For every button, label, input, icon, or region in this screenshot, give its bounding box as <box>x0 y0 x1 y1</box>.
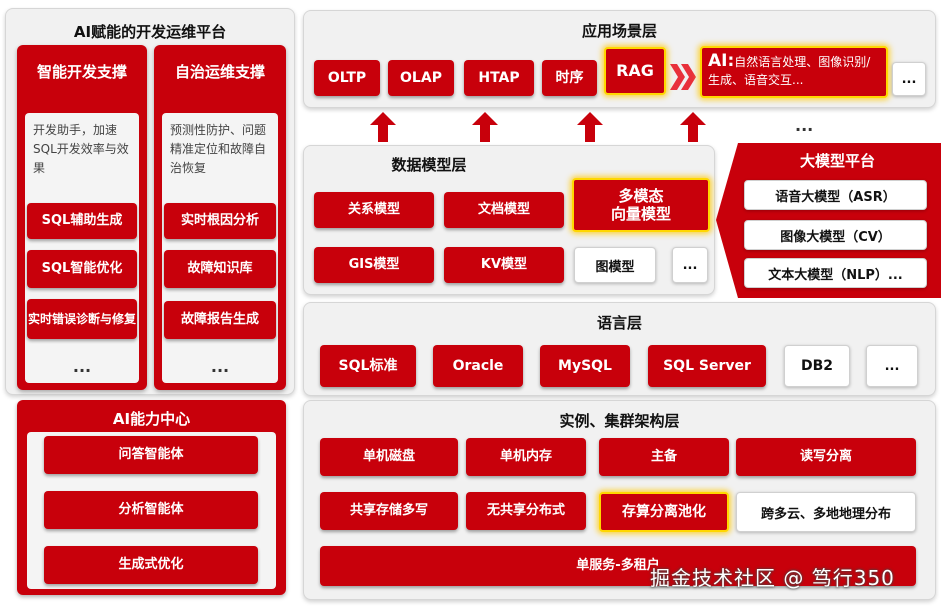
oracle-button[interactable]: Oracle <box>433 345 523 387</box>
kv-model-button[interactable]: KV模型 <box>444 247 564 283</box>
app-scenario-layer-title: 应用场景层 <box>581 22 657 40</box>
dev-support-inner: 开发助手，加速SQL开发效率与效果 <box>25 113 139 383</box>
multi-cloud-geo-button[interactable]: 跨多云、多地地理分布 <box>736 492 916 532</box>
multimodal-vector-model-button[interactable]: 多模态 向量模型 <box>572 178 710 232</box>
text-llm-button[interactable]: 文本大模型（NLP）... <box>744 258 927 288</box>
ops-support-title: 自治运维支撑 <box>174 63 265 81</box>
sql-server-button[interactable]: SQL Server <box>648 345 766 387</box>
single-memory-button[interactable]: 单机内存 <box>466 438 586 476</box>
up-arrow-icon-2 <box>472 112 498 142</box>
shared-nothing-distributed-button[interactable]: 无共享分布式 <box>466 492 586 530</box>
olap-button[interactable]: OLAP <box>388 60 454 96</box>
ai-capability-center: AI能力中心 问答智能体 分析智能体 生成式优化 <box>17 400 286 595</box>
relational-model-button[interactable]: 关系模型 <box>314 192 434 228</box>
rag-button[interactable]: RAG <box>604 47 666 95</box>
language-more-button[interactable]: ... <box>866 345 918 387</box>
ai-capability-center-title: AI能力中心 <box>112 410 191 428</box>
mysql-button[interactable]: MySQL <box>540 345 630 387</box>
db2-button[interactable]: DB2 <box>784 345 850 387</box>
ai-description: 自然语言处理、图像识别/生成、语音交互... <box>708 55 871 87</box>
app-below-ellipsis: ... <box>795 116 814 135</box>
app-more-button[interactable]: ... <box>892 62 926 96</box>
single-disk-button[interactable]: 单机磁盘 <box>320 438 458 476</box>
compute-storage-separation-button[interactable]: 存算分离池化 <box>599 492 729 532</box>
sql-standard-button[interactable]: SQL标准 <box>320 345 416 387</box>
htap-button[interactable]: HTAP <box>464 60 534 96</box>
ops-support-column: 自治运维支撑 预测性防护、问题精准定位和故障自治恢复 实时根因分析 故障知识库 … <box>154 45 286 390</box>
ops-more-ellipsis: ... <box>210 357 230 376</box>
primary-standby-button[interactable]: 主备 <box>599 438 729 476</box>
oltp-button[interactable]: OLTP <box>314 60 380 96</box>
speech-llm-button[interactable]: 语音大模型（ASR） <box>744 180 927 210</box>
data-model-more-button[interactable]: ... <box>672 247 708 283</box>
ai-label: AI: <box>708 51 735 71</box>
shared-storage-multiwrite-button[interactable]: 共享存储多写 <box>320 492 458 530</box>
dev-support-title: 智能开发支撑 <box>36 63 127 81</box>
realtime-error-diagnosis-button[interactable]: 实时错误诊断与修复 <box>27 299 137 339</box>
dev-more-ellipsis: ... <box>72 357 92 376</box>
realtime-root-cause-button[interactable]: 实时根因分析 <box>164 203 276 239</box>
image-llm-button[interactable]: 图像大模型（CV） <box>744 220 927 250</box>
llm-platform-title: 大模型平台 <box>799 152 875 170</box>
sql-assist-gen-button[interactable]: SQL辅助生成 <box>27 203 137 239</box>
fault-knowledge-base-button[interactable]: 故障知识库 <box>164 250 276 288</box>
generative-optimize-button[interactable]: 生成式优化 <box>44 546 258 584</box>
ai-capabilities-box[interactable]: AI:自然语言处理、图像识别/生成、语音交互... <box>700 46 888 98</box>
data-model-layer-title: 数据模型层 <box>391 156 467 174</box>
read-write-split-button[interactable]: 读写分离 <box>736 438 916 476</box>
ops-support-desc: 预测性防护、问题精准定位和故障自治恢复 <box>170 123 267 175</box>
timeseries-button[interactable]: 时序 <box>542 60 597 96</box>
dev-support-desc: 开发助手，加速SQL开发效率与效果 <box>33 123 129 175</box>
ai-devops-platform-title: AI赋能的开发运维平台 <box>73 23 227 41</box>
fault-report-gen-button[interactable]: 故障报告生成 <box>164 301 276 339</box>
watermark-text: 掘金技术社区 @ 笃行350 <box>650 566 895 590</box>
up-arrow-icon-3 <box>577 112 603 142</box>
analysis-agent-button[interactable]: 分析智能体 <box>44 491 258 529</box>
document-model-button[interactable]: 文档模型 <box>444 192 564 228</box>
single-service-multi-tenant-button[interactable]: 单服务-多租户 <box>320 546 916 586</box>
instance-cluster-layer-title: 实例、集群架构层 <box>559 412 680 430</box>
language-layer-title: 语言层 <box>596 314 642 332</box>
dev-support-column: 智能开发支撑 开发助手，加速SQL开发效率与效果 SQL辅助生成 SQL智能优化… <box>17 45 147 390</box>
qa-agent-button[interactable]: 问答智能体 <box>44 436 258 474</box>
up-arrow-icon-4 <box>680 112 706 142</box>
gis-model-button[interactable]: GIS模型 <box>314 247 434 283</box>
sql-smart-optimize-button[interactable]: SQL智能优化 <box>27 250 137 288</box>
graph-model-button[interactable]: 图模型 <box>574 247 656 283</box>
up-arrow-icon-1 <box>370 112 396 142</box>
double-chevron-right-icon <box>670 64 696 90</box>
